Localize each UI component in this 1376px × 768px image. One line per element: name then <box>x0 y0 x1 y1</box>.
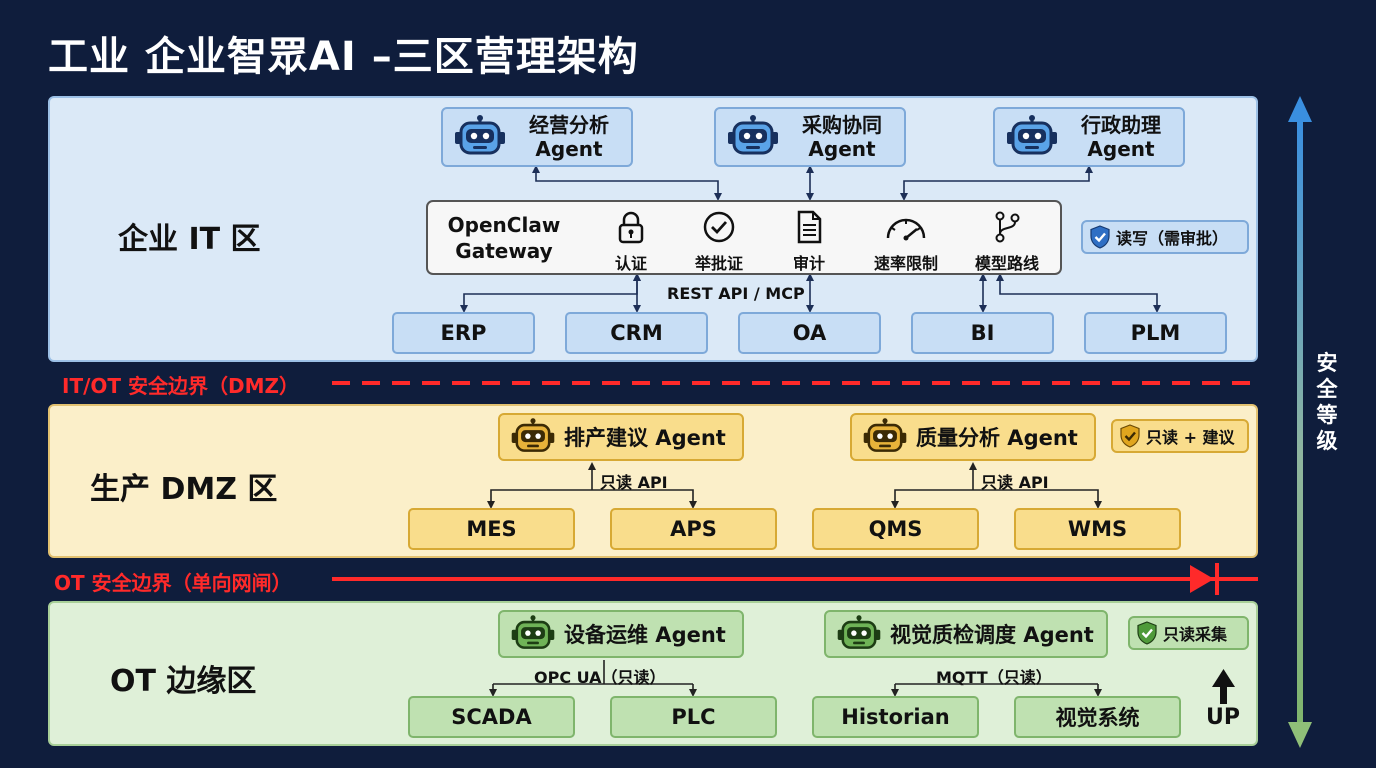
dmz-zone-label: 生产 DMZ 区 <box>90 472 278 507</box>
robot-icon <box>455 115 505 155</box>
agent-equipment-maintenance[interactable]: 设备运维 Agent <box>498 610 744 658</box>
shield-check-icon <box>1120 424 1140 448</box>
agent-type: Agent <box>1087 137 1155 161</box>
gateway-name-line2: Gateway <box>455 239 553 263</box>
readonly-api-label: 只读 API <box>600 473 668 492</box>
badge-text: 读写（需审批） <box>1116 229 1229 248</box>
agent-procurement[interactable]: 采购协同 Agent <box>714 107 906 167</box>
robot-icon <box>511 418 555 452</box>
system-erp[interactable]: ERP <box>392 312 535 354</box>
security-level-arrow <box>1288 96 1312 748</box>
gateway-feature-label: 速率限制 <box>873 254 938 273</box>
shield-check-icon <box>1137 621 1157 645</box>
gateway-feature-label: 审计 <box>792 254 825 273</box>
it-permission-badge: 读写（需审批） <box>1081 220 1249 254</box>
agent-name: 视觉质检调度 Agent <box>890 623 1094 647</box>
document-icon <box>797 210 822 244</box>
robot-icon <box>863 418 907 452</box>
openclaw-gateway[interactable]: OpenClaw Gateway 认证 举批证 审计 <box>426 200 1062 275</box>
it-zone-label: 企业 IT 区 <box>118 222 261 257</box>
robot-icon <box>511 615 555 649</box>
robot-icon <box>728 115 778 155</box>
agent-scheduling[interactable]: 排产建议 Agent <box>498 413 744 461</box>
mqtt-label: MQTT（只读） <box>936 668 1052 687</box>
gateway-feature-label: 认证 <box>614 254 647 273</box>
rest-api-label: REST API / MCP <box>667 284 805 303</box>
system-historian[interactable]: Historian <box>812 696 979 738</box>
speedometer-icon <box>886 218 926 241</box>
one-way-arrow-icon <box>1190 565 1214 593</box>
system-scada[interactable]: SCADA <box>408 696 575 738</box>
ot-permission-badge: 只读采集 <box>1128 616 1249 650</box>
system-qms[interactable]: QMS <box>812 508 979 550</box>
gateway-feature-model-routing: 模型路线 <box>962 210 1052 274</box>
lock-icon <box>618 211 644 244</box>
ot-boundary-label: OT 安全边界（单向网闸） <box>54 571 292 595</box>
robot-icon <box>1007 115 1057 155</box>
shield-check-icon <box>1090 225 1110 249</box>
page-title: 工业 企业智眾AI –三区营理架构 <box>48 34 639 80</box>
system-vision[interactable]: 视觉系统 <box>1014 696 1181 738</box>
robot-icon <box>837 615 881 649</box>
badge-text: 只读 + 建议 <box>1146 428 1235 447</box>
agent-type: Agent <box>535 137 603 161</box>
agent-name: 质量分析 Agent <box>916 426 1078 450</box>
system-mes[interactable]: MES <box>408 508 575 550</box>
branch-icon <box>995 211 1020 243</box>
system-plc[interactable]: PLC <box>610 696 777 738</box>
ot-zone-label: OT 边缘区 <box>110 664 257 699</box>
gateway-name-line1: OpenClaw <box>447 213 561 237</box>
system-wms[interactable]: WMS <box>1014 508 1181 550</box>
system-plm[interactable]: PLM <box>1084 312 1227 354</box>
agent-quality-analysis[interactable]: 质量分析 Agent <box>850 413 1096 461</box>
gateway-feature-approval: 举批证 <box>674 210 764 274</box>
agent-name: 行政助理 <box>1081 113 1161 137</box>
agent-admin-assistant[interactable]: 行政助理 Agent <box>993 107 1185 167</box>
badge-text: 只读采集 <box>1163 625 1228 644</box>
gateway-feature-rate-limit: 速率限制 <box>861 210 951 274</box>
opc-ua-label: OPC UA（只读） <box>534 668 666 687</box>
agent-name: 经营分析 <box>529 113 609 137</box>
dmz-boundary-label: IT/OT 安全边界（DMZ） <box>62 374 300 398</box>
gateway-feature-label: 举批证 <box>694 254 743 273</box>
gateway-feature-auth: 认证 <box>586 210 676 274</box>
up-label: UP <box>1206 705 1240 730</box>
security-level-label: 安全等级 <box>1316 351 1338 453</box>
system-crm[interactable]: CRM <box>565 312 708 354</box>
readonly-api-label: 只读 API <box>981 473 1049 492</box>
agent-type: Agent <box>808 137 876 161</box>
check-circle-icon <box>703 211 735 243</box>
up-arrow-icon <box>1212 669 1235 704</box>
agent-business-analysis[interactable]: 经营分析 Agent <box>441 107 633 167</box>
dmz-permission-badge: 只读 + 建议 <box>1111 419 1249 453</box>
agent-name: 设备运维 Agent <box>564 623 726 647</box>
agent-name: 采购协同 <box>802 113 882 137</box>
system-oa[interactable]: OA <box>738 312 881 354</box>
gateway-feature-audit: 审计 <box>764 210 854 274</box>
agent-name: 排产建议 Agent <box>564 426 726 450</box>
gateway-feature-label: 模型路线 <box>974 254 1039 273</box>
agent-visual-inspection[interactable]: 视觉质检调度 Agent <box>824 610 1108 658</box>
system-aps[interactable]: APS <box>610 508 777 550</box>
system-bi[interactable]: BI <box>911 312 1054 354</box>
